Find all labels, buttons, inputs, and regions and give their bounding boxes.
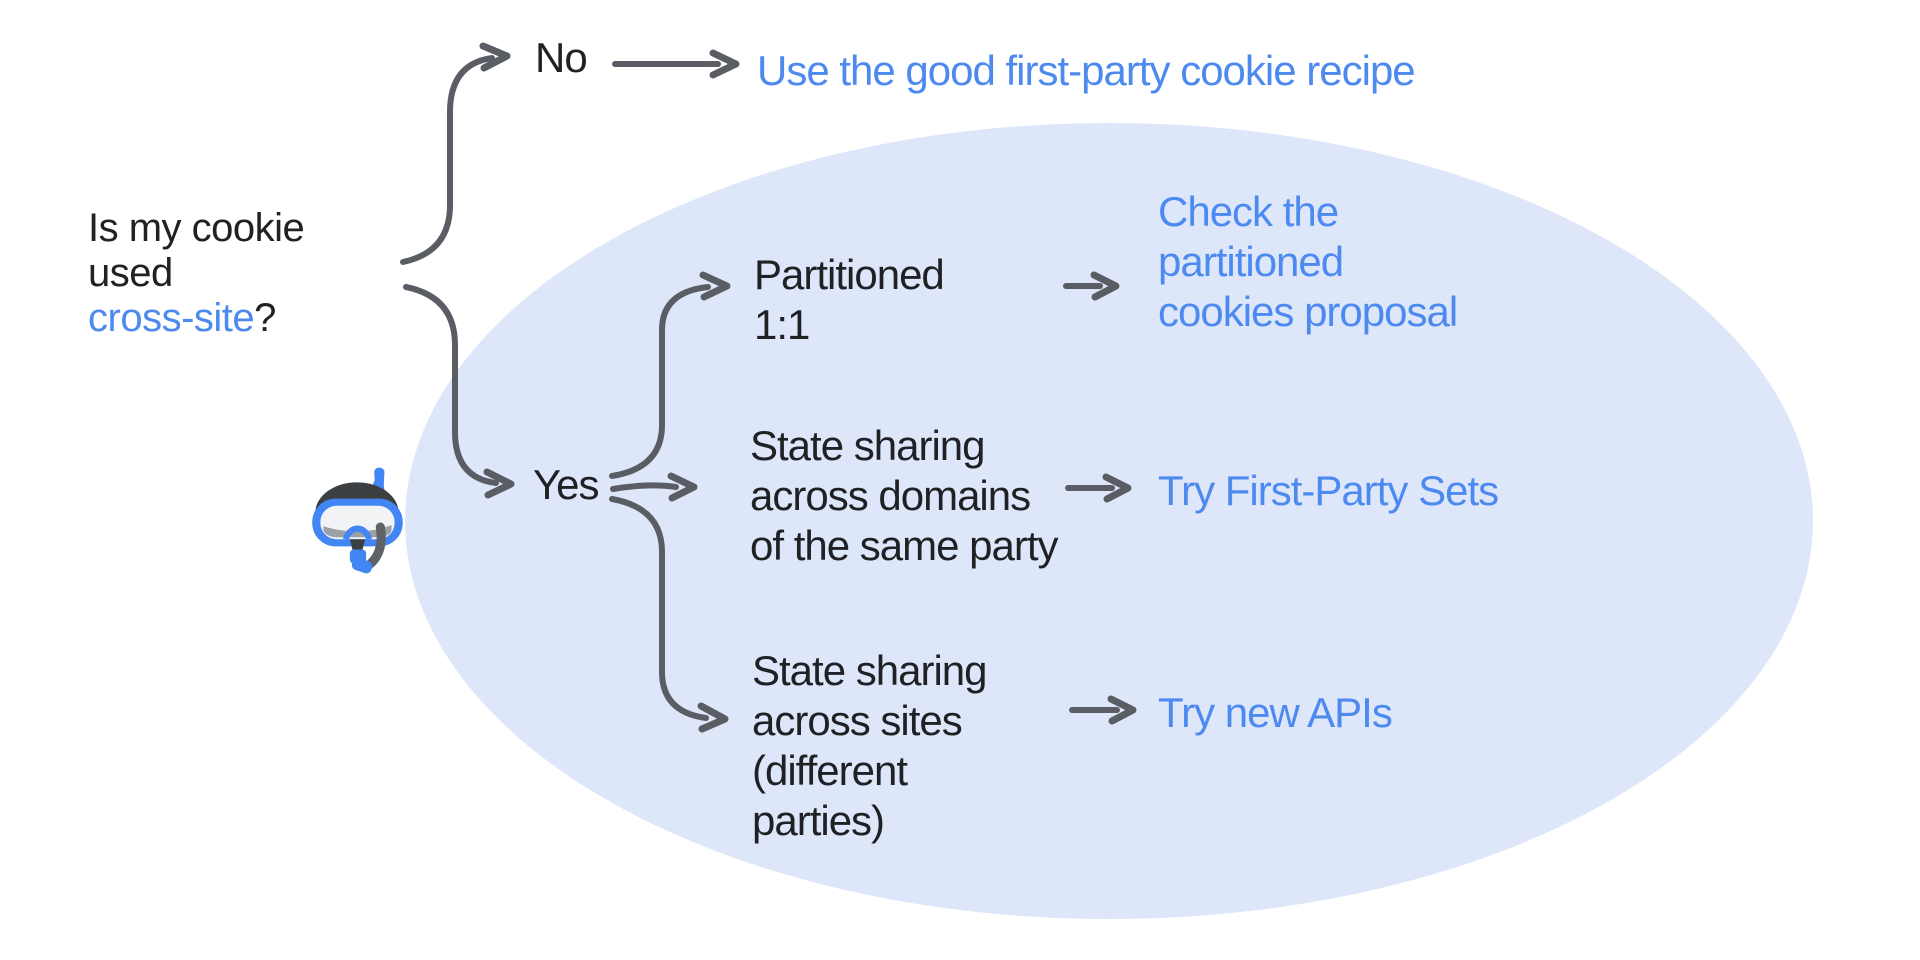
- link-partitioned-proposal[interactable]: Check the partitioned cookies proposal: [1158, 187, 1458, 337]
- condition-state-sharing-domains: State sharing across domains of the same…: [750, 421, 1058, 571]
- condition-state-sharing-sites: State sharing across sites (different pa…: [752, 646, 987, 846]
- yes-region-ellipse: [405, 123, 1813, 919]
- result-line: Check the: [1158, 188, 1339, 235]
- question-line-3: cross-site?: [88, 296, 304, 341]
- question-mark: ?: [254, 296, 276, 340]
- condition-line: Partitioned: [754, 251, 945, 298]
- link-first-party-recipe[interactable]: Use the good first-party cookie recipe: [757, 47, 1416, 94]
- yes-label: Yes: [533, 461, 600, 508]
- result-line: cookies proposal: [1158, 288, 1458, 335]
- condition-line: State sharing: [750, 422, 985, 469]
- fork-no-arrow: [400, 42, 511, 265]
- condition-line: parties): [752, 797, 885, 844]
- condition-line: across sites: [752, 697, 963, 744]
- link-new-apis[interactable]: Try new APIs: [1158, 689, 1393, 736]
- condition-line: 1:1: [754, 301, 810, 348]
- condition-line: State sharing: [752, 647, 987, 694]
- diving-mask-icon: [312, 467, 403, 574]
- question-line-1: Is my cookie: [88, 206, 305, 250]
- question-text: Is my cookie used cross-site?: [88, 206, 305, 341]
- condition-line: (different: [752, 747, 908, 794]
- question-line-2: used: [88, 251, 173, 295]
- no-label: No: [535, 34, 588, 81]
- condition-line: of the same party: [750, 522, 1058, 569]
- result-line: partitioned: [1158, 238, 1344, 285]
- link-cross-site[interactable]: cross-site: [88, 296, 255, 340]
- no-result-arrow: [612, 49, 740, 79]
- link-first-party-sets[interactable]: Try First-Party Sets: [1158, 467, 1499, 514]
- condition-line: across domains: [750, 472, 1031, 519]
- condition-partitioned: Partitioned 1:1: [754, 250, 945, 350]
